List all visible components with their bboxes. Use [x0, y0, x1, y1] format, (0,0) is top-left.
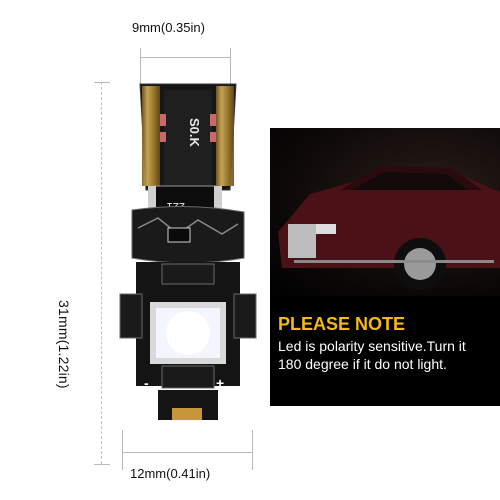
car-grille	[288, 224, 316, 258]
gold-contact-right	[216, 86, 234, 186]
side-led-left	[119, 293, 143, 339]
car-front-rim	[404, 248, 436, 280]
dimension-width-bottom: 12mm(0.41in)	[130, 466, 211, 481]
resistor-pad-left	[148, 186, 156, 208]
note-panel	[270, 296, 500, 406]
guide-left-bottom-cap	[94, 464, 110, 465]
side-led-right	[233, 293, 257, 339]
chip-label: S0.K	[187, 118, 202, 148]
guide-left-vertical	[101, 82, 102, 464]
luxury-car-illustration	[278, 166, 500, 290]
resistor-pad-right	[214, 186, 222, 208]
vent-slot-right	[210, 114, 216, 126]
guide-left-top-cap	[94, 82, 110, 83]
vent-slot-left-2	[160, 132, 166, 142]
led-bulb-illustration: S0.K 221 - +	[119, 83, 257, 420]
guide-top-tick-left	[140, 48, 141, 88]
bottom-tab-gold	[172, 408, 202, 420]
guide-bottom-horizontal	[122, 452, 252, 453]
small-chip	[167, 227, 191, 243]
polarity-plus: +	[216, 375, 224, 391]
polarity-minus: -	[144, 375, 149, 391]
resin-texture	[137, 217, 239, 235]
note-title: PLEASE NOTE	[278, 314, 406, 334]
dimension-height-left: 31mm(1.22in)	[56, 300, 72, 389]
bottom-led	[161, 365, 215, 389]
car-chrome-strip	[294, 260, 494, 263]
guide-bottom-tick-right	[252, 430, 253, 470]
car-headlight	[316, 224, 336, 234]
top-led	[161, 263, 215, 285]
main-led-glow	[166, 311, 210, 355]
vent-slot-right-2	[210, 132, 216, 142]
car-body	[278, 172, 500, 268]
car-photo	[270, 128, 500, 298]
vent-slot-left	[160, 114, 166, 126]
guide-bottom-tick-left	[122, 430, 123, 470]
gold-contact-left	[142, 86, 160, 186]
car-window	[352, 172, 468, 190]
guide-top-tick-right	[230, 48, 231, 88]
dimension-width-top: 9mm(0.35in)	[132, 20, 205, 35]
note-body: Led is polarity sensitive.Turn it 180 de…	[278, 338, 466, 372]
guide-top-horizontal	[140, 57, 230, 58]
